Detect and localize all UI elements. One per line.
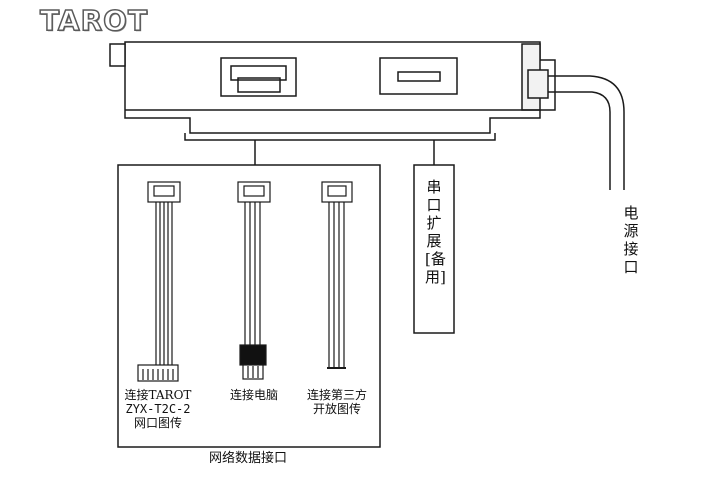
cable-tarot	[137, 181, 181, 382]
label-line: 连接第三方	[306, 388, 367, 402]
serial-port-label: 串口扩展[备用]	[425, 178, 446, 286]
cable-tarot-label: 连接TAROT ZYX-T2C-2 网口图传	[118, 388, 198, 430]
label-line: 连接电脑	[229, 388, 278, 402]
cable-pc-label: 连接电脑	[218, 388, 290, 402]
device-body	[109, 41, 556, 141]
power-port-label: 电源接口	[623, 204, 639, 276]
power-cable	[527, 69, 625, 190]
label-line: 连接TAROT	[124, 388, 192, 402]
cable-third-party-label: 连接第三方 开放图传	[300, 388, 374, 416]
device-ethernet-slot	[220, 57, 297, 97]
network-port-box	[117, 140, 381, 448]
cable-pc	[237, 181, 271, 380]
network-port-label: 网络数据接口	[208, 451, 287, 466]
label-line: 网口图传	[133, 416, 182, 430]
serial-extension-connector	[413, 140, 455, 334]
device-serial-slot	[379, 57, 458, 95]
label-line: ZYX-T2C-2	[125, 402, 191, 416]
label-line: 开放图传	[312, 402, 361, 416]
tarot-logo: TAROT	[39, 3, 149, 38]
cable-third-party	[321, 181, 353, 369]
